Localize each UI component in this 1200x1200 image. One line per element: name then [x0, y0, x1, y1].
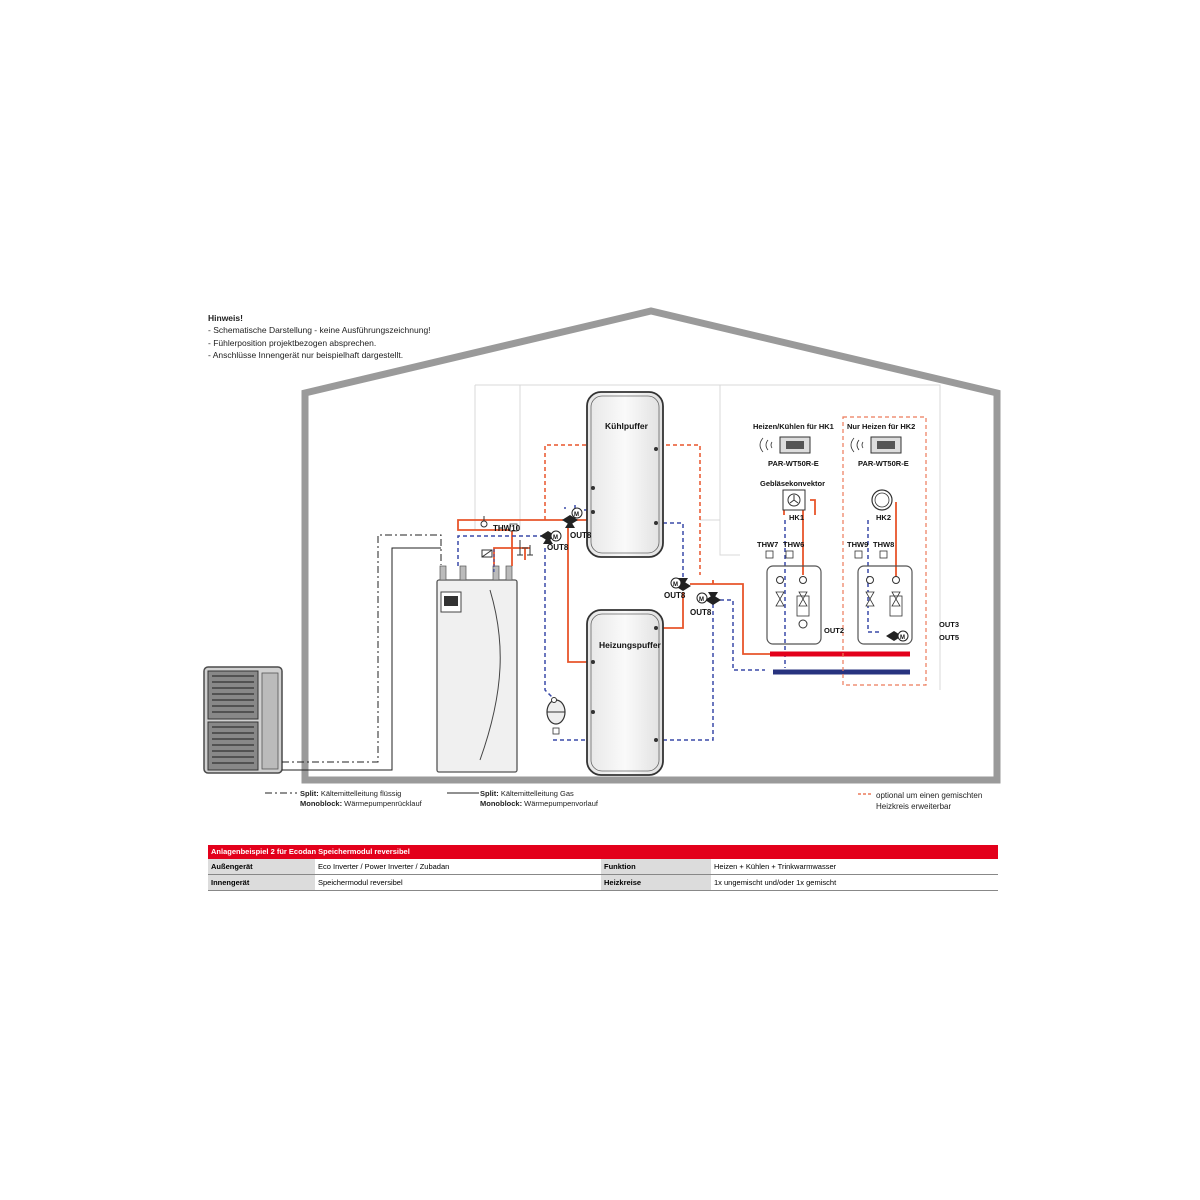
- spec-table-title: Anlagenbeispiel 2 für Ecodan Speichermod…: [208, 845, 998, 859]
- thw8-label: THW8: [873, 540, 894, 549]
- note-block: Hinweis! - Schematische Darstellung - ke…: [208, 312, 431, 362]
- out2-label: OUT2: [824, 626, 844, 635]
- out3-label: OUT3: [939, 620, 959, 629]
- circuit1-title: Heizen/Kühlen für HK1: [753, 422, 834, 431]
- note-heading: Hinweis!: [208, 313, 243, 323]
- light-guide-lines: [474, 384, 941, 690]
- note-line: - Fühlerposition projektbezogen absprech…: [208, 337, 377, 348]
- sensor-thw10: THW10: [493, 523, 521, 533]
- refrigerant-liquid-line: [282, 534, 442, 763]
- controller1-label: PAR-WT50R-E: [768, 459, 819, 468]
- refrigerant-gas-line: [282, 547, 441, 771]
- table-cell-label: Innengerät: [208, 875, 315, 890]
- legend-text: Kältemittelleitung flüssig: [318, 789, 402, 798]
- out8-label: OUT8: [570, 531, 592, 540]
- circuit2-title: Nur Heizen für HK2: [847, 422, 915, 431]
- thw7-label: THW7: [757, 540, 778, 549]
- room-controller-icon: [759, 436, 811, 454]
- svg-text:M: M: [900, 635, 905, 641]
- svg-text:M: M: [574, 512, 579, 518]
- legend-left: Split: Kältemittelleitung flüssig Monobl…: [300, 789, 422, 808]
- out8-label: OUT8: [664, 591, 686, 600]
- table-row: Außengerät Eco Inverter / Power Inverter…: [208, 859, 998, 875]
- legend-text: Wärmepumpenrücklauf: [342, 798, 422, 808]
- three-way-valve-a: M: [562, 507, 583, 528]
- table-cell-label: Heizkreise: [601, 875, 711, 890]
- optional-circuit-frame: [842, 416, 927, 686]
- svg-text:M: M: [553, 535, 558, 541]
- return-pipes: [457, 505, 880, 741]
- heating-tank: [586, 609, 664, 776]
- table-cell-value: 1x ungemischt und/oder 1x gemischt: [711, 875, 998, 890]
- thw6-label: THW6: [783, 540, 804, 549]
- three-way-valve-c: M: [670, 577, 691, 591]
- legend-text: Kältemittelleitung Gas: [498, 789, 574, 798]
- legend-label: Monoblock:: [300, 798, 343, 808]
- house-outline: [301, 307, 1001, 784]
- svg-text:M: M: [673, 582, 678, 588]
- table-cell-label: Außengerät: [208, 859, 315, 874]
- circuit-hk2: Nur Heizen für HK2 PAR-WT50R-E HK2 THW9 …: [847, 422, 959, 645]
- outdoor-unit: [203, 666, 283, 774]
- legend-text: Heizkreis erweiterbar: [876, 802, 952, 811]
- spec-table: Anlagenbeispiel 2 für Ecodan Speichermod…: [208, 845, 998, 891]
- three-way-valve-b: M: [540, 530, 562, 544]
- legend-optional: optional um einen gemischten Heizkreis e…: [876, 790, 982, 812]
- legend-label: Monoblock:: [480, 798, 523, 808]
- controller2-label: PAR-WT50R-E: [858, 459, 909, 468]
- table-row: Innengerät Speichermodul reversibel Heiz…: [208, 875, 998, 891]
- legend-text: optional um einen gemischten: [876, 791, 983, 800]
- radiator-icon: [871, 489, 893, 511]
- heating-tank-label: Heizungspuffer: [599, 640, 662, 650]
- cooling-tank-label: Kühlpuffer: [605, 421, 649, 431]
- fan-convector-icon: [782, 489, 806, 511]
- table-cell-value: Eco Inverter / Power Inverter / Zubadan: [315, 859, 601, 874]
- supply-dashed-pipes: [544, 444, 701, 575]
- out5-label: OUT5: [939, 633, 959, 642]
- indoor-unit: [436, 565, 518, 773]
- hk1-label: HK1: [789, 513, 804, 522]
- out8-label: OUT8: [547, 543, 569, 552]
- legend-label: Split:: [300, 789, 319, 798]
- room-controller-icon: [850, 436, 902, 454]
- thw9-label: THW9: [847, 540, 868, 549]
- thw10-label: THW10: [493, 524, 521, 533]
- legend-text: Wärmepumpenvorlauf: [522, 798, 598, 808]
- cooling-tank: [586, 391, 664, 558]
- valve-symbols: [480, 516, 557, 703]
- fan-convector-label: Gebläsekonvektor: [760, 479, 825, 488]
- legend-middle: Split: Kältemittelleitung Gas Monoblock:…: [480, 789, 598, 808]
- circuit-hk1: Heizen/Kühlen für HK1 PAR-WT50R-E Gebläs…: [753, 422, 844, 645]
- note-line: - Schematische Darstellung - keine Ausfü…: [208, 325, 431, 336]
- out8-label: OUT8: [690, 608, 712, 617]
- hk2-label: HK2: [876, 513, 891, 522]
- legend-label: Split:: [480, 789, 499, 798]
- three-way-valve-d: M: [696, 592, 721, 605]
- note-line: - Anschlüsse Innengerät nur beispielhaft…: [208, 350, 404, 361]
- table-cell-label: Funktion: [601, 859, 711, 874]
- svg-text:M: M: [699, 597, 704, 603]
- expansion-vessel-icon: [546, 699, 566, 735]
- table-cell-value: Heizen + Kühlen + Trinkwarmwasser: [711, 859, 998, 874]
- table-cell-value: Speichermodul reversibel: [315, 875, 601, 890]
